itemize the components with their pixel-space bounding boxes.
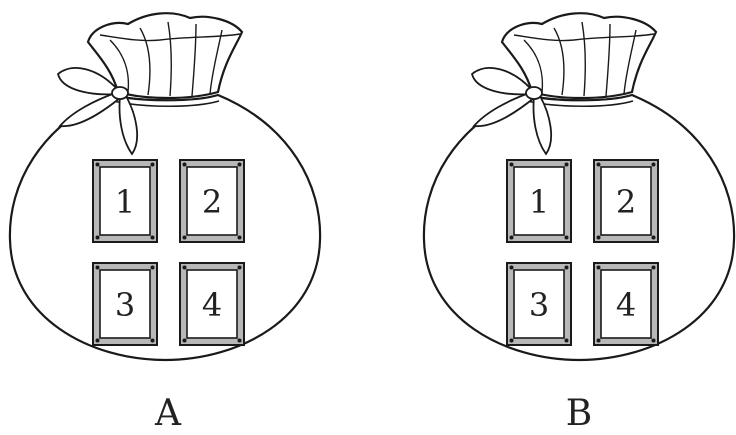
- bag-neck: [86, 12, 244, 100]
- card-number: 3: [529, 286, 549, 324]
- card-number: 2: [202, 183, 222, 221]
- card-b-3: 3: [506, 262, 572, 346]
- card-number: 4: [202, 286, 222, 324]
- bag-b: 1 2 3 4 B: [422, 12, 736, 434]
- card-a-3: 3: [92, 262, 158, 346]
- bow: [470, 67, 553, 156]
- card-b-2: 2: [593, 159, 659, 243]
- bag-neck: [500, 12, 658, 100]
- card-number: 3: [115, 286, 135, 324]
- bag-a: 1 2 3 4 A: [8, 12, 322, 434]
- bow: [56, 67, 139, 156]
- bag-label: A: [154, 393, 182, 434]
- bag-body: [8, 93, 322, 362]
- card-b-4: 4: [593, 262, 659, 346]
- card-a-4: 4: [179, 262, 245, 346]
- card-number: 4: [616, 286, 636, 324]
- card-grid: 1 2 3 4: [506, 159, 659, 346]
- bag-neck-folds: [513, 21, 655, 97]
- bag-body: [422, 93, 736, 362]
- card-b-1: 1: [506, 159, 572, 243]
- card-number: 1: [529, 183, 549, 221]
- card-number: 1: [115, 183, 135, 221]
- card-a-2: 2: [179, 159, 245, 243]
- card-number: 2: [616, 183, 636, 221]
- bag-neck-folds: [99, 21, 241, 97]
- card-a-1: 1: [92, 159, 158, 243]
- card-grid: 1 2 3 4: [92, 159, 245, 346]
- bag-label: B: [566, 393, 592, 434]
